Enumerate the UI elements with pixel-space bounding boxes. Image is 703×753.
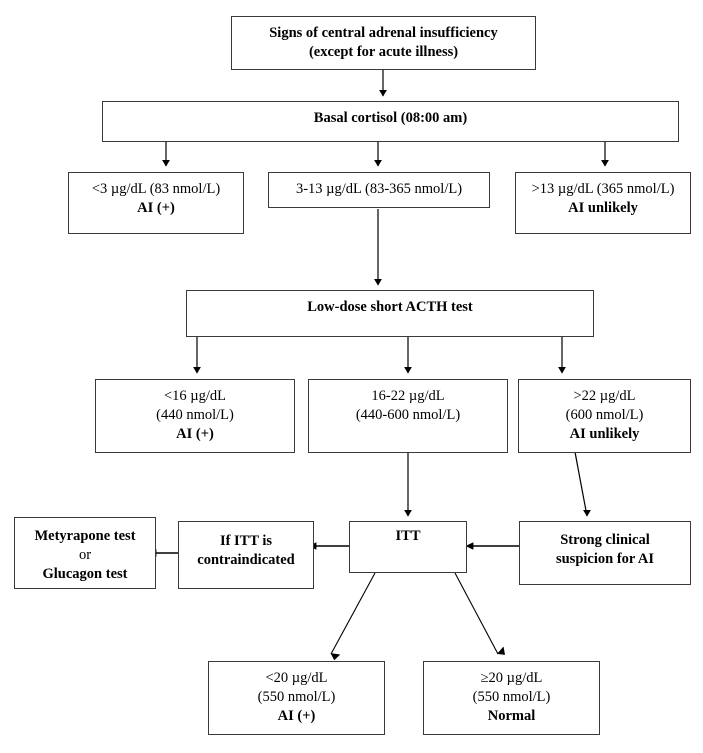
node-line: (440-600 nmol/L): [355, 407, 461, 424]
connector-itt-to-normal: [454, 572, 505, 655]
node-acth-low[interactable]: <16 µg/dL (440 nmol/L) AI (+): [95, 379, 295, 453]
node-line: >22 µg/dL: [573, 388, 636, 404]
node-line: (550 nmol/L): [257, 689, 336, 706]
node-signs-of-central-adrenal-insufficiency[interactable]: Signs of central adrenal insufficiency (…: [231, 16, 536, 70]
node-line: (550 nmol/L): [472, 689, 551, 706]
node-line: AI unlikely: [568, 200, 638, 217]
node-line: <16 µg/dL: [163, 388, 227, 404]
node-acth-high[interactable]: >22 µg/dL (600 nmol/L) AI unlikely: [518, 379, 691, 453]
node-cortisol-low[interactable]: <3 µg/dL (83 nmol/L) AI (+): [68, 172, 244, 234]
node-low-dose-short-acth-test[interactable]: Low-dose short ACTH test: [186, 290, 594, 337]
node-line: Low-dose short ACTH test: [307, 299, 473, 315]
node-line: contraindicated: [197, 552, 295, 569]
node-line: Strong clinical: [560, 532, 650, 548]
node-line: Normal: [487, 708, 536, 725]
node-cortisol-mid[interactable]: 3-13 µg/dL (83-365 nmol/L): [268, 172, 490, 208]
node-line: 16-22 µg/dL: [371, 388, 445, 404]
node-line: >13 µg/dL (365 nmol/L): [531, 181, 675, 197]
node-alternative-tests[interactable]: Metyrapone test or Glucagon test: [14, 517, 156, 589]
node-line: (440 nmol/L): [156, 407, 234, 424]
node-line: <20 µg/dL: [265, 670, 328, 686]
node-line: 3-13 µg/dL (83-365 nmol/L): [295, 181, 463, 197]
node-line: Glucagon test: [42, 566, 128, 583]
node-line: suspicion for AI: [555, 551, 655, 568]
node-line: AI (+): [137, 200, 175, 217]
node-line: or: [78, 547, 92, 564]
node-line: Metyrapone test: [34, 528, 136, 544]
node-if-itt-is-contraindicated[interactable]: If ITT is contraindicated: [178, 521, 314, 589]
node-line: (except for acute illness): [308, 44, 459, 61]
node-line: ITT: [395, 528, 421, 544]
node-line: AI (+): [176, 426, 214, 443]
node-itt-normal[interactable]: ≥20 µg/dL (550 nmol/L) Normal: [423, 661, 600, 735]
node-basal-cortisol[interactable]: Basal cortisol (08:00 am): [102, 101, 679, 142]
node-itt-low[interactable]: <20 µg/dL (550 nmol/L) AI (+): [208, 661, 385, 735]
node-line: AI (+): [277, 708, 316, 725]
connector-acthhigh-to-suspicion: [574, 451, 591, 517]
node-line: If ITT is: [219, 533, 273, 549]
node-line: AI unlikely: [569, 426, 640, 443]
node-line: Basal cortisol (08:00 am): [313, 110, 468, 126]
node-itt[interactable]: ITT: [349, 521, 467, 573]
connector-itt-to-low: [330, 572, 376, 661]
node-line: Signs of central adrenal insufficiency: [269, 25, 498, 41]
node-line: <3 µg/dL (83 nmol/L): [91, 181, 221, 197]
node-acth-mid[interactable]: 16-22 µg/dL (440-600 nmol/L): [308, 379, 508, 453]
node-line: (600 nmol/L): [565, 407, 644, 424]
node-line: ≥20 µg/dL: [480, 670, 543, 686]
node-cortisol-high[interactable]: >13 µg/dL (365 nmol/L) AI unlikely: [515, 172, 691, 234]
node-strong-clinical-suspicion[interactable]: Strong clinical suspicion for AI: [519, 521, 691, 585]
